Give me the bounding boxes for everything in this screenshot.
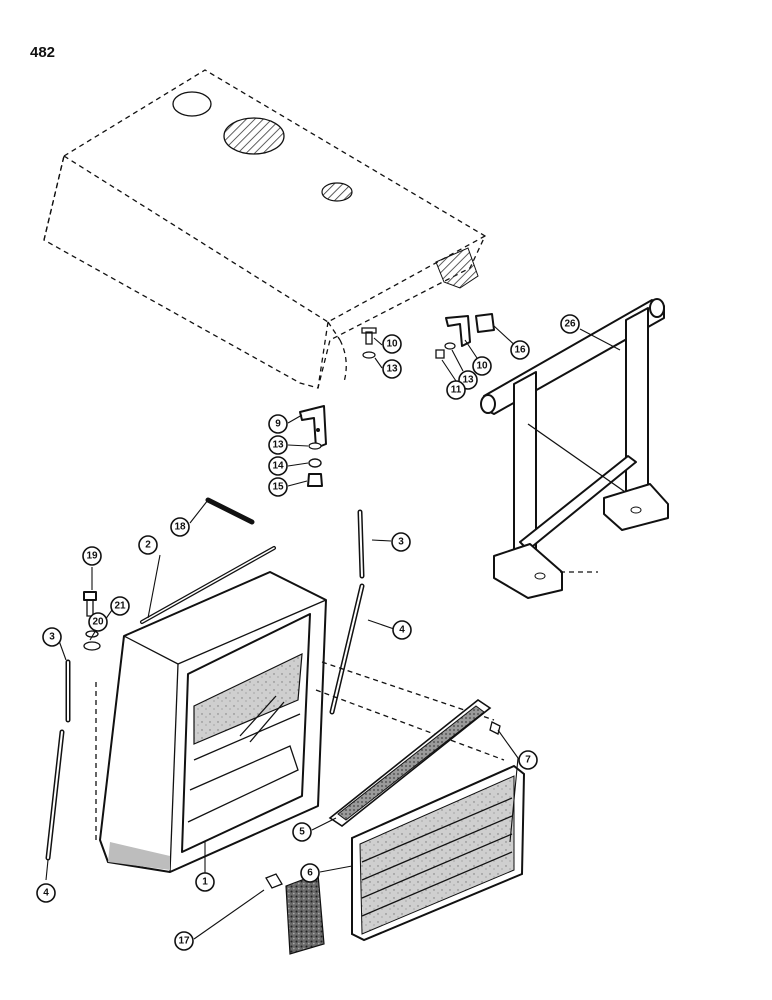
screen-5 [328,699,492,827]
nut-15 [307,473,323,487]
washer-13-right [444,342,456,350]
page-number: 482 [30,44,56,61]
grille-inner-panel [193,653,303,745]
callout-1: 1 [195,872,215,892]
clip-16 [475,313,495,333]
svg-text:10: 10 [476,361,488,372]
svg-text:4: 4 [43,888,49,899]
hood-phantom [43,69,486,389]
callout-3-left: 3 [42,627,62,647]
callout-4-left: 4 [36,883,56,903]
bolt-assembly-19 [83,591,101,651]
callout-7: 7 [518,750,538,770]
callout-2: 2 [138,535,158,555]
svg-text:6: 6 [307,868,313,879]
bolt-19-head [83,591,97,601]
callout-18: 18 [170,517,190,537]
svg-text:16: 16 [514,345,526,356]
leader-lines [45,325,621,940]
callout-13-upper: 13 [382,359,402,379]
bolt-12 [365,331,373,345]
washer-20 [83,641,101,651]
callout-14: 14 [268,456,288,476]
frame-right-post [625,307,649,511]
svg-text:3: 3 [398,537,404,548]
frame-left-foot [493,543,563,599]
svg-text:19: 19 [86,551,98,562]
hood-exhaust-hole [321,182,353,202]
callout-10: 10 [472,356,492,376]
grille-panel-6 [351,764,526,942]
callout-13-lower: 13 [268,435,288,455]
callout-15: 15 [268,477,288,497]
svg-text:13: 13 [386,364,398,375]
trim-strip-18 [205,497,255,525]
callout-6: 6 [300,863,320,883]
svg-text:2: 2 [145,540,151,551]
bracket-10 [445,315,471,347]
svg-text:13: 13 [462,375,474,386]
callout-9: 9 [268,414,288,434]
callout-3-right: 3 [391,532,411,552]
svg-text:11: 11 [451,385,462,396]
svg-text:15: 15 [272,482,284,493]
callout-16: 16 [510,340,530,360]
bracket-assembly-9 [299,405,327,487]
washer-13-lower [308,442,322,450]
svg-text:1: 1 [202,877,208,888]
svg-text:13: 13 [272,440,284,451]
svg-text:5: 5 [299,827,305,838]
callout-19: 19 [82,546,102,566]
svg-text:9: 9 [275,419,281,430]
foam-filter-17 [265,873,325,955]
svg-text:18: 18 [174,522,186,533]
hood-filler-hole [172,91,212,117]
svg-text:4: 4 [399,625,405,636]
bolt-11 [435,349,445,359]
grille-shell-1 [95,571,505,873]
callout-20: 20 [88,612,108,632]
hood-rear-latch [435,247,479,289]
svg-text:17: 17 [178,936,190,947]
lockwasher-14 [308,458,322,468]
svg-text:21: 21 [114,601,126,612]
hood-air-intake [223,117,285,155]
callout-4-right: 4 [392,620,412,640]
callout-21: 21 [110,596,130,616]
hood-hardware [361,327,377,359]
radiator-support-frame-26 [480,298,669,599]
callout-17: 17 [174,931,194,951]
right-bracket-hardware [435,313,495,359]
svg-text:10: 10 [386,339,398,350]
callout-5: 5 [292,822,312,842]
callout-26: 26 [560,314,580,334]
svg-text:7: 7 [525,755,531,766]
svg-text:20: 20 [92,617,104,628]
callout-12: 10 [382,334,402,354]
svg-text:14: 14 [272,461,284,472]
washer-13-upper [362,351,376,359]
bracket-9 [299,405,327,449]
svg-text:26: 26 [564,319,576,330]
svg-text:3: 3 [49,632,55,643]
callout-11: 11 [446,380,466,400]
